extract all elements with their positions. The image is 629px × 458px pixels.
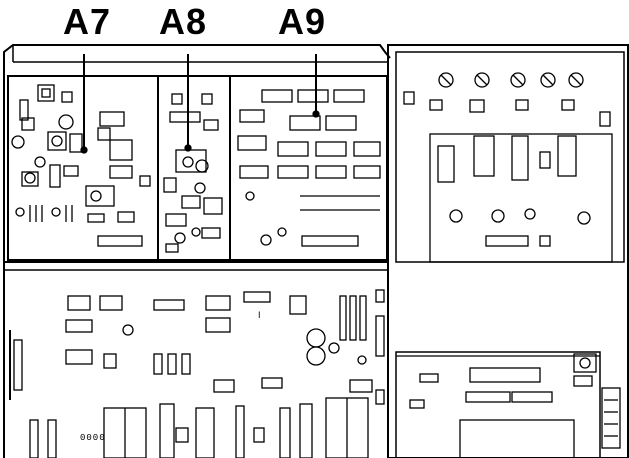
board-a7 xyxy=(7,54,159,261)
small-mark: I xyxy=(258,310,261,320)
board-right-lower xyxy=(395,351,621,458)
callout-label-a7: A7 xyxy=(63,1,112,42)
board-a8 xyxy=(157,54,231,261)
board-right-upper xyxy=(395,51,625,263)
board-lower xyxy=(9,289,385,458)
chip-label: 0000 xyxy=(80,433,106,443)
board-a9 xyxy=(229,54,388,261)
callout-label-a9: A9 xyxy=(278,1,327,42)
callout-label-a8: A8 xyxy=(159,1,208,42)
